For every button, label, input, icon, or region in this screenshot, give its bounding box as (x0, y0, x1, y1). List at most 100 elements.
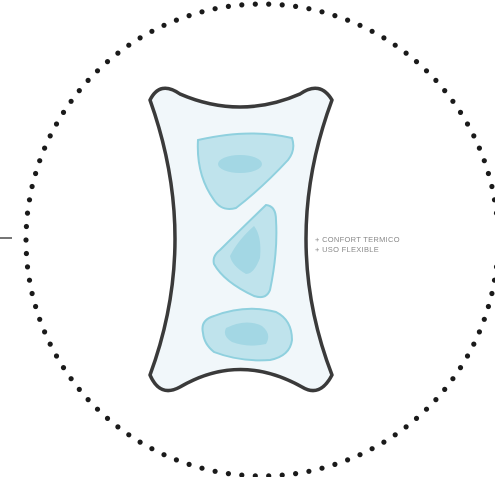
ring-dot (465, 121, 470, 126)
ring-dot (23, 237, 28, 242)
ring-dot (414, 59, 419, 64)
ring-dot (29, 184, 34, 189)
ring-dot (115, 51, 120, 56)
ring-dot (29, 291, 34, 296)
ring-dot (465, 353, 470, 358)
ring-dot (105, 416, 110, 421)
ring-dot (199, 466, 204, 471)
ring-dot (404, 51, 409, 56)
ring-dot (357, 23, 362, 28)
feature-caption: + CONFORT TERMICO + USO FLEXIBLE (315, 235, 400, 255)
ring-dot (293, 4, 298, 9)
ring-dot (433, 397, 438, 402)
ring-dot (332, 13, 337, 18)
ring-dot (393, 432, 398, 437)
ring-dot (332, 462, 337, 467)
ring-dot (24, 224, 29, 229)
ring-dot (450, 99, 455, 104)
ring-dot (126, 43, 131, 48)
caption-line-flexible-use: + USO FLEXIBLE (315, 245, 400, 255)
ring-dot (33, 171, 38, 176)
ring-dot (381, 35, 386, 40)
ring-dot (95, 407, 100, 412)
ring-dot (149, 446, 154, 451)
ring-dot (442, 387, 447, 392)
ring-dot (213, 469, 218, 474)
ring-dot (239, 473, 244, 477)
ring-dot (105, 59, 110, 64)
ring-dot (280, 473, 285, 477)
ring-dot (42, 146, 47, 151)
ring-dot (471, 133, 476, 138)
ring-dot (48, 342, 53, 347)
ring-dot (266, 473, 271, 477)
ring-dot (280, 2, 285, 7)
ring-dot (226, 4, 231, 9)
ring-dot (458, 365, 463, 370)
ring-dot (174, 18, 179, 23)
ring-dot (54, 121, 59, 126)
ring-dot (424, 407, 429, 412)
ring-dot (489, 184, 494, 189)
ring-dot (187, 13, 192, 18)
ring-dot (77, 88, 82, 93)
ring-dot (149, 29, 154, 34)
ring-dot (253, 473, 258, 477)
ring-dot (86, 78, 91, 83)
ring-dot (25, 264, 30, 269)
ring-dot (27, 197, 32, 202)
ring-dot (187, 462, 192, 467)
ring-dot (442, 88, 447, 93)
ring-dot (25, 211, 30, 216)
ring-dot (345, 18, 350, 23)
ring-dot (357, 452, 362, 457)
ring-dot (404, 424, 409, 429)
ring-dot (69, 99, 74, 104)
ring-dot (450, 376, 455, 381)
ring-dot (95, 68, 100, 73)
ring-dot (477, 146, 482, 151)
ring-dot (61, 365, 66, 370)
ring-dot (306, 6, 311, 11)
cell-bottom (202, 309, 292, 361)
ring-dot (54, 353, 59, 358)
ring-dot (161, 452, 166, 457)
ring-dot (161, 23, 166, 28)
ring-dot (253, 2, 258, 7)
ring-dot (486, 171, 491, 176)
ring-dot (381, 440, 386, 445)
ring-dot (345, 457, 350, 462)
ring-dot (138, 440, 143, 445)
ring-dot (458, 110, 463, 115)
ring-dot (433, 78, 438, 83)
ring-dot (126, 432, 131, 437)
ring-dot (86, 397, 91, 402)
ring-dot (482, 158, 487, 163)
ring-dot (138, 35, 143, 40)
ring-dot (213, 6, 218, 11)
ring-dot (199, 9, 204, 14)
ring-dot (37, 158, 42, 163)
ring-dot (37, 317, 42, 322)
ring-dot (319, 9, 324, 14)
ring-dot (266, 2, 271, 7)
ring-dot (239, 2, 244, 7)
ring-dot (33, 304, 38, 309)
ring-dot (226, 471, 231, 476)
ring-dot (489, 291, 494, 296)
ring-dot (486, 304, 491, 309)
ring-dot (482, 317, 487, 322)
ring-dot (27, 278, 32, 283)
ring-dot (424, 68, 429, 73)
ring-dot (471, 342, 476, 347)
ring-dot (24, 251, 29, 256)
ring-dot (293, 471, 298, 476)
ring-dot (61, 110, 66, 115)
ring-dot (393, 43, 398, 48)
caption-line-thermal-comfort: + CONFORT TERMICO (315, 235, 400, 245)
ring-dot (115, 424, 120, 429)
ring-dot (319, 466, 324, 471)
ring-dot (174, 457, 179, 462)
ring-dot (48, 133, 53, 138)
